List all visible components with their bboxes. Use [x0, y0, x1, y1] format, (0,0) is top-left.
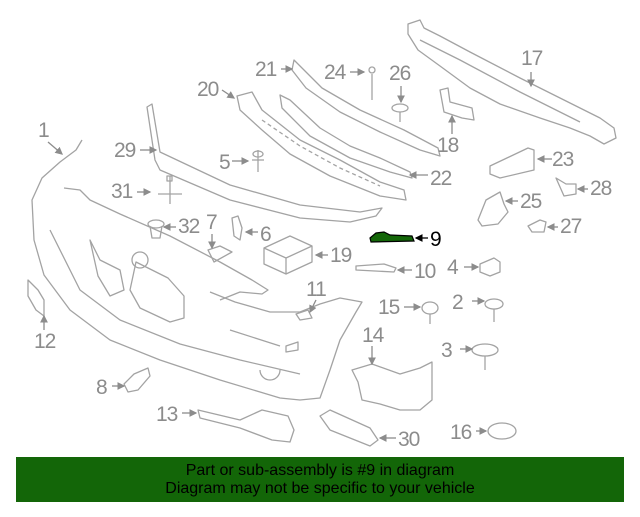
callout-11: 11 — [306, 278, 327, 301]
callout-13: 13 — [156, 403, 178, 426]
part-3-screw — [471, 343, 499, 370]
part-32-grommet — [147, 219, 165, 239]
part-9-highlighted — [369, 231, 415, 243]
callout-24: 24 — [324, 61, 346, 84]
part-28 — [555, 177, 577, 197]
callout-18: 18 — [437, 134, 459, 157]
callout-30: 30 — [398, 428, 420, 451]
callout-25: 25 — [520, 190, 542, 213]
part-13-grille — [197, 409, 295, 443]
part-14-bracket — [351, 361, 433, 411]
banner-line-part: Part or sub-assembly is #9 in diagram — [185, 461, 455, 479]
callout-22: 22 — [430, 167, 452, 190]
part-8 — [123, 367, 151, 393]
callout-23: 23 — [552, 148, 574, 171]
callout-19: 19 — [330, 244, 352, 267]
callout-9-highlighted: 9 — [430, 228, 442, 251]
callout-5: 5 — [219, 151, 231, 174]
part-31-emblem — [158, 175, 182, 204]
callout-10: 10 — [414, 260, 436, 283]
part-24-bolt — [368, 66, 376, 100]
callout-4: 4 — [447, 256, 459, 279]
part-12 — [27, 279, 45, 317]
callout-27: 27 — [560, 215, 582, 238]
part-18 — [439, 87, 475, 121]
part-27 — [527, 219, 547, 233]
callout-1: 1 — [38, 119, 50, 142]
part-5-clip — [252, 150, 264, 172]
part-10 — [355, 263, 397, 273]
part-30 — [319, 409, 379, 447]
part-21-rail — [291, 59, 441, 157]
part-29-strip — [146, 103, 383, 223]
callout-17: 17 — [521, 47, 543, 70]
callout-32: 32 — [178, 215, 200, 238]
callout-16: 16 — [450, 421, 472, 444]
callout-6: 6 — [260, 223, 272, 246]
callout-15: 15 — [378, 296, 400, 319]
callout-14: 14 — [362, 324, 384, 347]
callout-12: 12 — [34, 330, 56, 353]
part-1-bumper-cover — [31, 139, 363, 401]
callout-26: 26 — [389, 62, 411, 85]
part-4-nut — [479, 257, 501, 277]
part-info-banner: Part or sub-assembly is #9 in diagram Di… — [16, 457, 624, 502]
part-20-absorber — [236, 91, 407, 201]
callout-8: 8 — [96, 376, 108, 399]
part-2-screw — [484, 298, 504, 322]
banner-line-disclaimer: Diagram may not be specific to your vehi… — [165, 479, 475, 497]
callout-7: 7 — [206, 211, 218, 234]
callout-21: 21 — [255, 58, 277, 81]
part-7 — [207, 245, 233, 263]
part-6 — [231, 215, 243, 241]
part-17-reinforcement — [407, 19, 617, 145]
callout-31: 31 — [111, 180, 133, 203]
callout-2: 2 — [452, 291, 464, 314]
part-16-cap — [487, 422, 517, 440]
part-26-screw — [391, 103, 409, 122]
part-25 — [477, 191, 509, 227]
callout-20: 20 — [197, 78, 219, 101]
part-11 — [295, 309, 313, 321]
part-19-box — [263, 235, 313, 275]
part-15-screw — [421, 301, 439, 324]
callout-3: 3 — [441, 339, 453, 362]
part-23 — [489, 147, 535, 179]
callout-28: 28 — [590, 177, 612, 200]
callout-29: 29 — [114, 139, 136, 162]
